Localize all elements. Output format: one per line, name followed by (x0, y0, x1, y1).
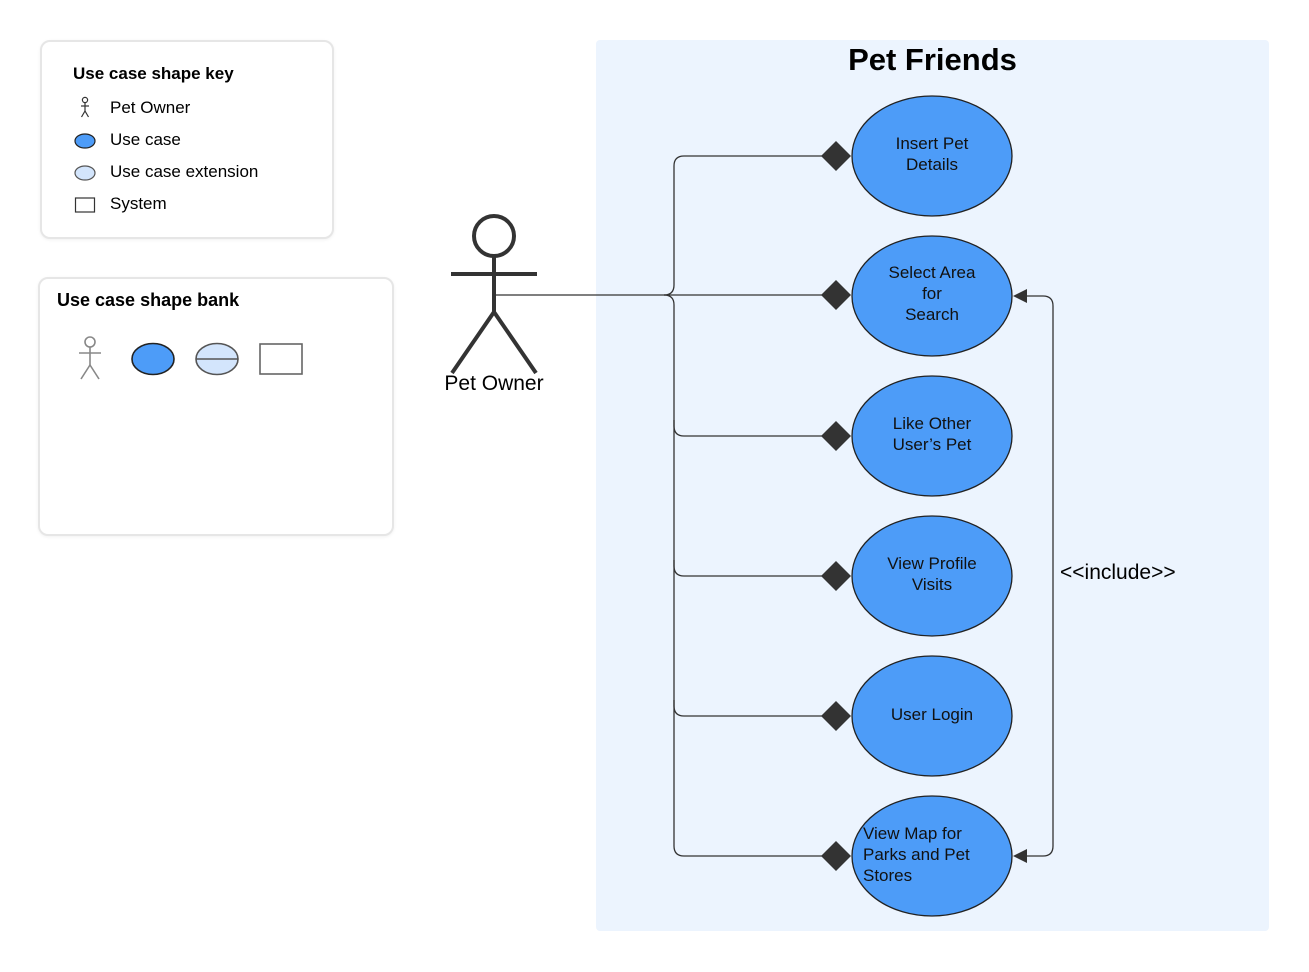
diamond-icon (821, 561, 851, 591)
diamond-icon (821, 701, 851, 731)
diamond-icon (821, 841, 851, 871)
aggregation-diamonds (821, 141, 851, 871)
key-item-label: System (110, 194, 167, 213)
shape-bank-title: Use case shape bank (57, 290, 240, 310)
use-case-label: Insert Pet Details (895, 134, 969, 174)
arrowhead-icon (1013, 289, 1027, 303)
actor-icon (80, 96, 90, 118)
use-case-icon[interactable] (130, 341, 176, 377)
use-case-insert-pet-details[interactable] (851, 95, 1013, 217)
use-case-ellipses (851, 95, 1013, 917)
use-case-label: Select Area for Search (888, 263, 976, 324)
key-item-label: Use case extension (110, 162, 259, 181)
shape-bank-panel: Use case shape bank (38, 277, 394, 536)
use-case-label: View Map for Parks and Pet Stores (863, 824, 970, 885)
use-case-label: Like Other User’s Pet (892, 414, 972, 454)
shape-key-title: Use case shape key (73, 64, 234, 83)
use-case-extension-icon[interactable] (194, 341, 240, 377)
shape-key-panel: Use case shape key Pet Owner Use case Us… (40, 40, 334, 239)
system-icon[interactable] (258, 341, 304, 377)
actor-icon[interactable] (76, 335, 104, 381)
diamond-icon (821, 141, 851, 171)
diamond-icon (821, 280, 851, 310)
use-case-like-other-users-pet[interactable] (851, 375, 1013, 497)
system-title: Pet Friends (848, 42, 1017, 77)
use-case-view-map[interactable] (851, 795, 1013, 917)
key-item-label: Use case (110, 130, 181, 149)
use-case-view-profile-visits[interactable] (851, 515, 1013, 637)
diamond-icon (821, 421, 851, 451)
use-case-user-login[interactable] (851, 655, 1013, 777)
use-case-extension-icon (74, 165, 96, 181)
actor-label: Pet Owner (444, 372, 544, 395)
arrowhead-icon (1013, 849, 1027, 863)
system-icon (74, 197, 96, 213)
use-case-label: User Login (890, 705, 974, 724)
include-connector (1013, 289, 1054, 863)
use-case-select-area-for-search[interactable] (851, 235, 1013, 357)
include-label: <<include>> (1060, 561, 1176, 584)
use-case-label: View Profile Visits (887, 554, 977, 594)
key-item-label: Pet Owner (110, 98, 191, 117)
use-case-icon (74, 133, 96, 149)
association-connectors (496, 155, 822, 857)
actor-figure[interactable] (450, 214, 538, 375)
